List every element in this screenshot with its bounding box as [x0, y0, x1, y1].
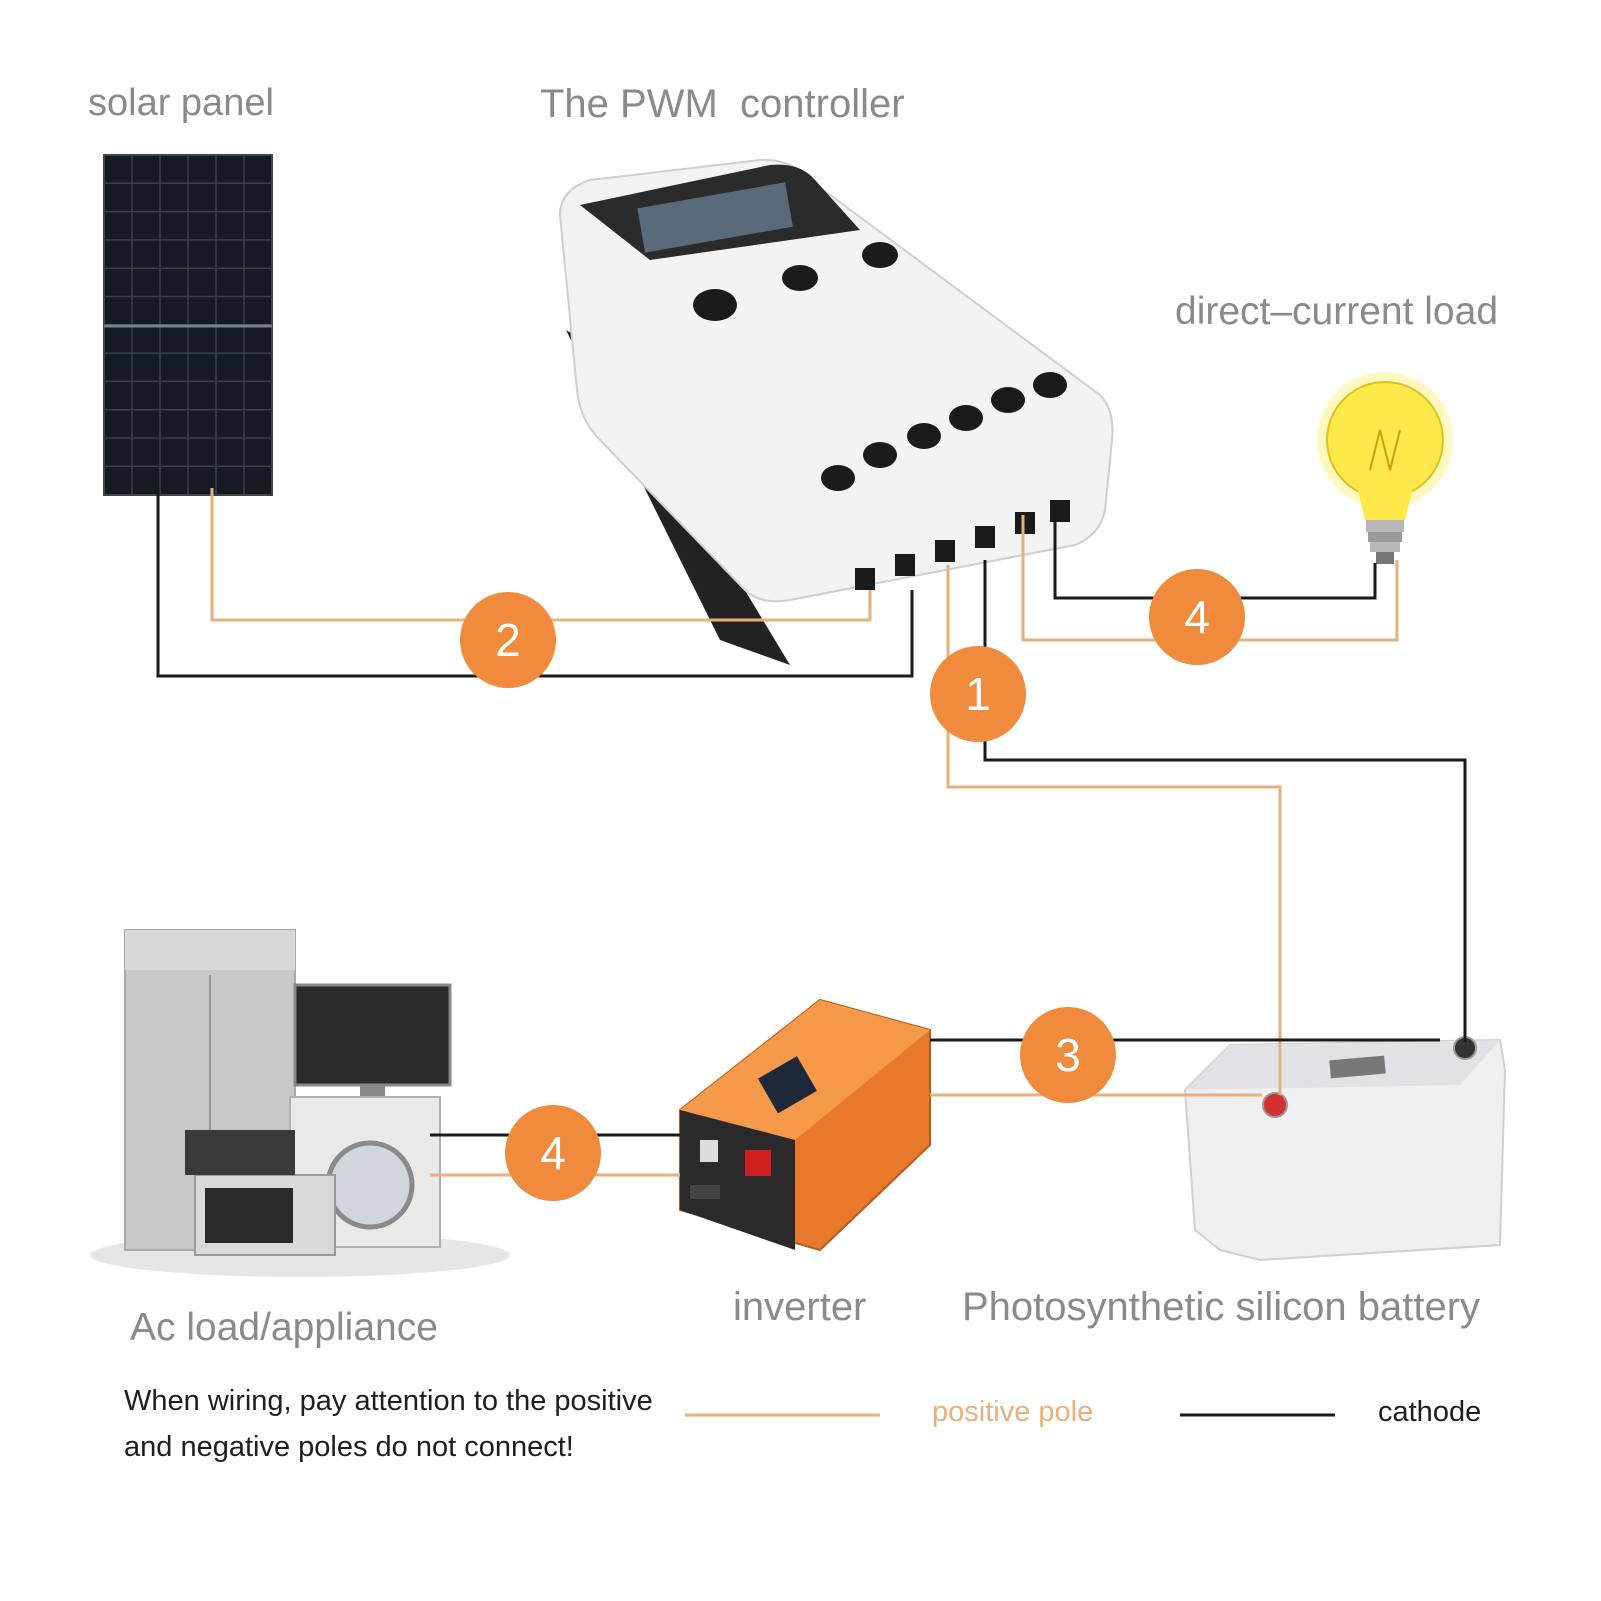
label-solar-panel: solar panel — [88, 82, 274, 124]
label-dc-load: direct–current load — [1175, 290, 1499, 333]
solar-panel-image — [103, 154, 273, 496]
label-pwm-controller: The PWM controller — [540, 82, 905, 126]
pwm-controller-image — [558, 158, 1114, 665]
step-badge-4-ac: 4 — [505, 1105, 601, 1201]
battery-image — [1183, 1036, 1507, 1262]
svg-text:2: 2 — [495, 614, 521, 666]
appliances-image — [90, 929, 510, 1277]
step-badge-2: 2 — [460, 592, 556, 688]
svg-text:4: 4 — [540, 1127, 566, 1179]
wiring-warning-note: When wiring, pay attention to the positi… — [124, 1385, 653, 1463]
inverter-image — [679, 998, 931, 1252]
step-badge-3: 3 — [1020, 1007, 1116, 1103]
step-badge-4-dc: 4 — [1149, 569, 1245, 665]
label-inverter: inverter — [733, 1285, 867, 1329]
step-badge-1: 1 — [930, 646, 1026, 742]
legend-negative-label: cathode — [1378, 1396, 1482, 1428]
label-battery: Photosynthetic silicon battery — [962, 1285, 1481, 1329]
svg-text:4: 4 — [1184, 591, 1210, 643]
label-ac-load: Ac load/appliance — [130, 1306, 438, 1349]
svg-text:1: 1 — [965, 668, 991, 720]
legend-positive-label: positive pole — [932, 1396, 1094, 1428]
svg-text:3: 3 — [1055, 1029, 1081, 1081]
light-bulb-icon — [1317, 372, 1453, 564]
